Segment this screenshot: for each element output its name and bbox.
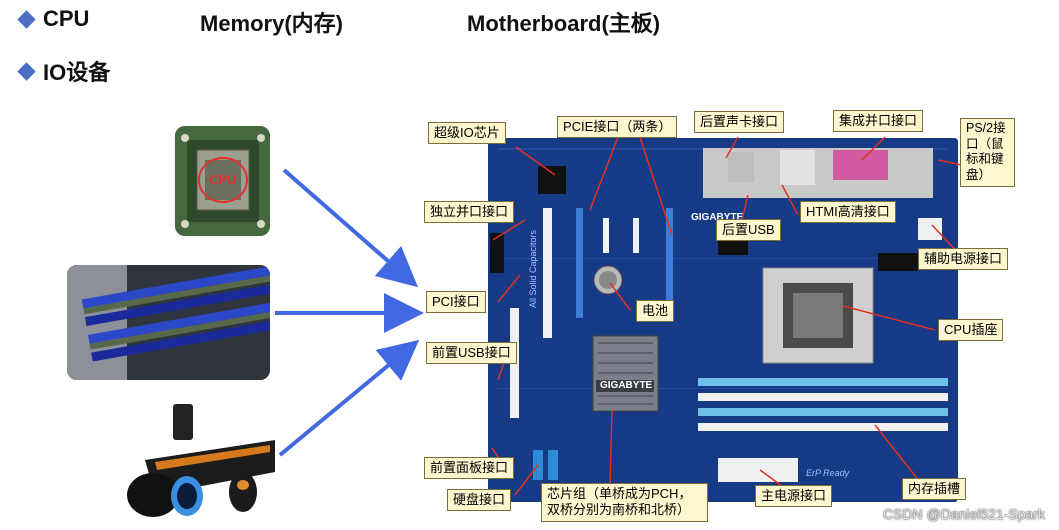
memory-image bbox=[67, 265, 270, 380]
label-battery: 电池 bbox=[636, 300, 675, 323]
cpu-image-text: CPU bbox=[209, 172, 237, 187]
bullet-io: IO设备 bbox=[17, 55, 111, 87]
cpu-picture bbox=[175, 126, 270, 236]
bullet-cpu: CPU bbox=[17, 6, 90, 32]
board-erp-text: ErP Ready bbox=[806, 468, 850, 478]
label-rear-sound: 后置声卡接口 bbox=[694, 111, 785, 134]
board-chipset-text: GIGABYTE bbox=[600, 380, 653, 391]
memory-header: Memory(内存) bbox=[200, 11, 344, 36]
label-cpu-socket: CPU插座 bbox=[938, 319, 1004, 342]
label-front-usb: 前置USB接口 bbox=[426, 342, 517, 365]
label-super-io: 超级IO芯片 bbox=[428, 122, 506, 145]
label-pcie: PCIE接口（两条） bbox=[557, 116, 678, 139]
label-hdmi: HTMI高清接口 bbox=[800, 201, 896, 224]
label-ps2: PS/2接口（鼠标和键盘） bbox=[960, 118, 1015, 187]
label-main-power: 主电源接口 bbox=[755, 485, 833, 508]
cpu-arrow bbox=[282, 168, 419, 288]
motherboard-header: Motherboard(主板) bbox=[467, 11, 661, 36]
board-brand-text: GIGABYTE bbox=[691, 212, 744, 223]
cpu-image: CPU bbox=[175, 126, 270, 236]
label-pointers bbox=[491, 136, 963, 496]
label-chipset: 芯片组（单桥成为PCH，双桥分别为南桥和北桥） bbox=[541, 483, 708, 522]
label-parallel-integrated: 集成并口接口 bbox=[833, 110, 924, 133]
io-devices-picture bbox=[125, 400, 275, 522]
motherboard-picture bbox=[488, 138, 958, 502]
watermark: CSDN @Daniel521-Spark bbox=[882, 506, 1045, 522]
io-arrow bbox=[278, 339, 420, 457]
label-aux-power: 辅助电源接口 bbox=[918, 248, 1009, 271]
label-pci: PCI接口 bbox=[426, 291, 486, 314]
label-sata: 硬盘接口 bbox=[447, 489, 512, 512]
label-rear-usb: 后置USB bbox=[716, 219, 781, 242]
memory-picture bbox=[67, 265, 270, 380]
bullet-cpu-label: CPU bbox=[43, 6, 90, 31]
bullet-io-label: IO设备 bbox=[43, 60, 111, 85]
motherboard-image: GIGABYTE GIGABYTE All Solid Capacitors E… bbox=[488, 138, 958, 502]
label-memory-slot: 内存插槽 bbox=[902, 478, 967, 501]
label-parallel-independent: 独立并口接口 bbox=[424, 201, 515, 224]
label-front-panel: 前置面板接口 bbox=[424, 457, 515, 480]
io-devices-image bbox=[125, 400, 275, 522]
